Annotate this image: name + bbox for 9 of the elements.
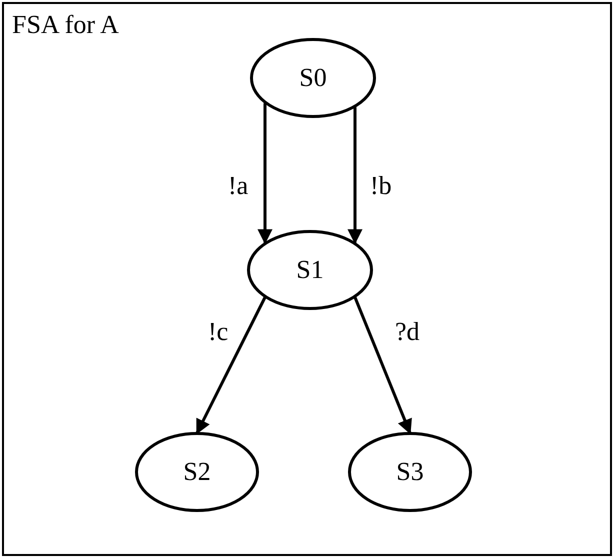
state-label: S1 [296,257,324,283]
frame-title: FSA for A [12,12,119,38]
state-label: S0 [299,65,327,91]
state-label: S2 [183,459,211,485]
arrow [348,107,362,244]
arrow [354,296,412,434]
arrow [258,103,272,244]
state-label: S3 [396,459,424,485]
arrow [196,296,266,434]
